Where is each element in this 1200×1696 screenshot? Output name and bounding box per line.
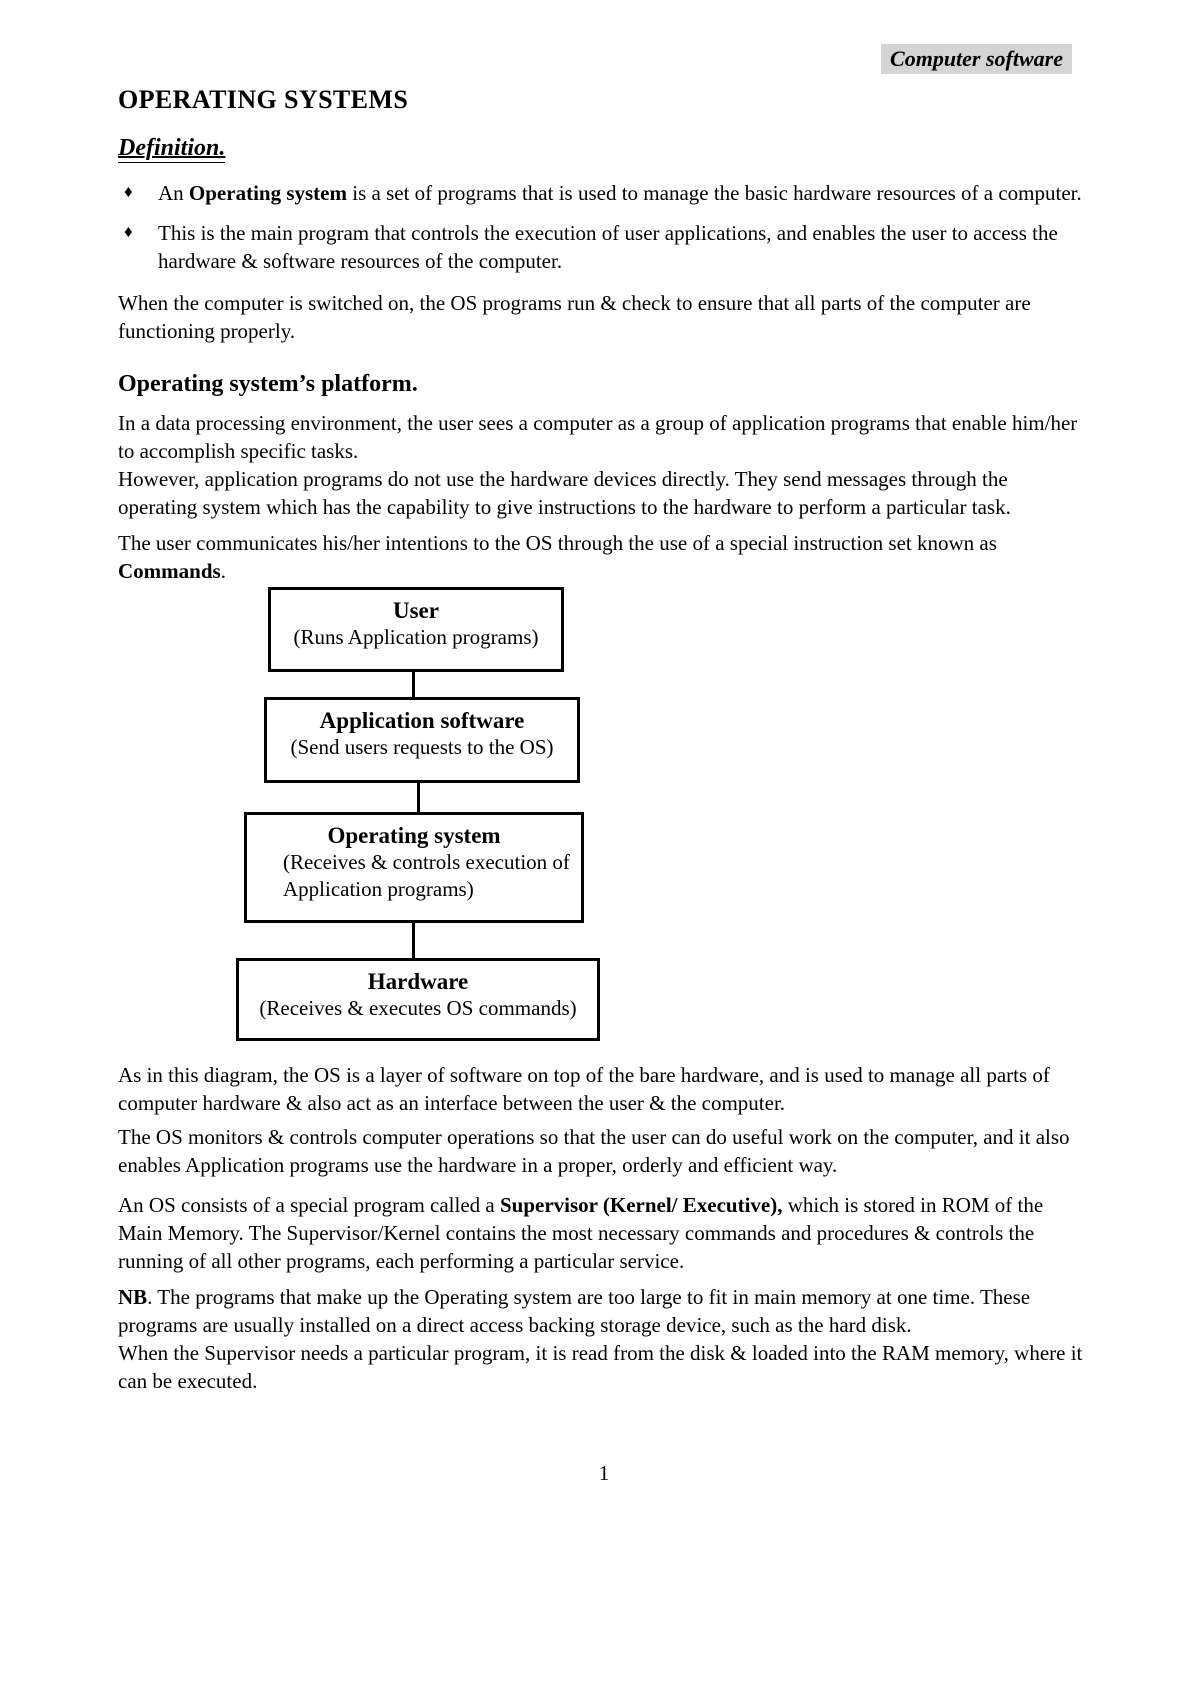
text-segment-bold: Commands [118, 559, 221, 583]
box-subtitle: (Send users requests to the OS) [290, 735, 554, 759]
header-label: Computer software [881, 44, 1072, 74]
page-title: OPERATING SYSTEMS [118, 85, 409, 114]
paragraph-supervisor: An OS consists of a special program call… [118, 1191, 1090, 1275]
paragraph-supervisor-loads: When the Supervisor needs a particular p… [118, 1341, 1083, 1393]
text-segment: An OS consists of a special program call… [118, 1193, 500, 1217]
text-segment: is a set of programs that is used to man… [347, 181, 1082, 205]
definition-heading-text: Definition. [118, 135, 226, 163]
text-segment: The user communicates his/her intentions… [118, 531, 997, 555]
paragraph-commands: The user communicates his/her intentions… [118, 529, 1090, 585]
paragraph-os-monitors: The OS monitors & controls computer oper… [118, 1125, 1070, 1177]
definition-heading: Definition. [118, 133, 1090, 163]
os-platform-diagram: User (Runs Application programs) Applica… [118, 585, 1090, 1045]
page-footer: 1 [118, 1459, 1090, 1487]
text-segment-bold: Operating system [188, 181, 347, 205]
header: Computer software [118, 44, 1072, 75]
bullet-item-main-program: ♦ This is the main program that controls… [118, 219, 1090, 275]
bullet-item-operating-system: ♦ An Operating system is a set of progra… [118, 179, 1090, 207]
connector-line [417, 783, 420, 812]
text-segment: which is stored in ROM of the Main Memor… [118, 1193, 1044, 1273]
text-segment: An [158, 181, 189, 205]
box-subtitle: (Runs Application programs) [293, 625, 539, 649]
paragraph-switched-on: When the computer is switched on, the OS… [118, 291, 1031, 343]
text-segment: . [220, 559, 226, 583]
connector-line [412, 923, 415, 958]
diamond-bullet-icon: ♦ [124, 182, 133, 201]
box-subtitle: (Receives & controls execution of Applic… [283, 850, 570, 901]
diagram-box-user: User (Runs Application programs) [268, 587, 564, 672]
definition-bullet-list: ♦ An Operating system is a set of progra… [118, 179, 1090, 275]
paragraph-however: However, application programs do not use… [118, 467, 1011, 519]
platform-heading: Operating system’s platform. [118, 371, 418, 397]
box-title: Operating system [327, 823, 501, 848]
nb-paragraph-block: NB. The programs that make up the Operat… [118, 1283, 1090, 1395]
paragraph-nb: NB. The programs that make up the Operat… [118, 1283, 1090, 1339]
box-title: Hardware [367, 969, 469, 994]
diagram-box-hardware: Hardware (Receives & executes OS command… [236, 958, 600, 1041]
diagram-box-operating-system: Operating system (Receives & controls ex… [244, 812, 584, 923]
page-number: 1 [598, 1461, 610, 1485]
box-subtitle: (Receives & executes OS commands) [259, 996, 577, 1020]
text-segment: This is the main program that controls t… [158, 221, 1058, 273]
text-segment-bold: NB [118, 1285, 148, 1309]
text-segment: . The programs that make up the Operatin… [118, 1285, 1031, 1337]
box-title: Application software [319, 708, 525, 733]
paragraph-environment: In a data processing environment, the us… [118, 411, 1078, 463]
connector-line [412, 672, 415, 697]
text-segment-bold: Supervisor (Kernel/ Executive), [499, 1193, 783, 1217]
paragraph-os-layer: As in this diagram, the OS is a layer of… [118, 1063, 1050, 1115]
diagram-box-application-software: Application software (Send users request… [264, 697, 580, 783]
box-title: User [393, 598, 439, 623]
platform-paragraph-block: In a data processing environment, the us… [118, 409, 1090, 521]
diamond-bullet-icon: ♦ [124, 222, 133, 241]
